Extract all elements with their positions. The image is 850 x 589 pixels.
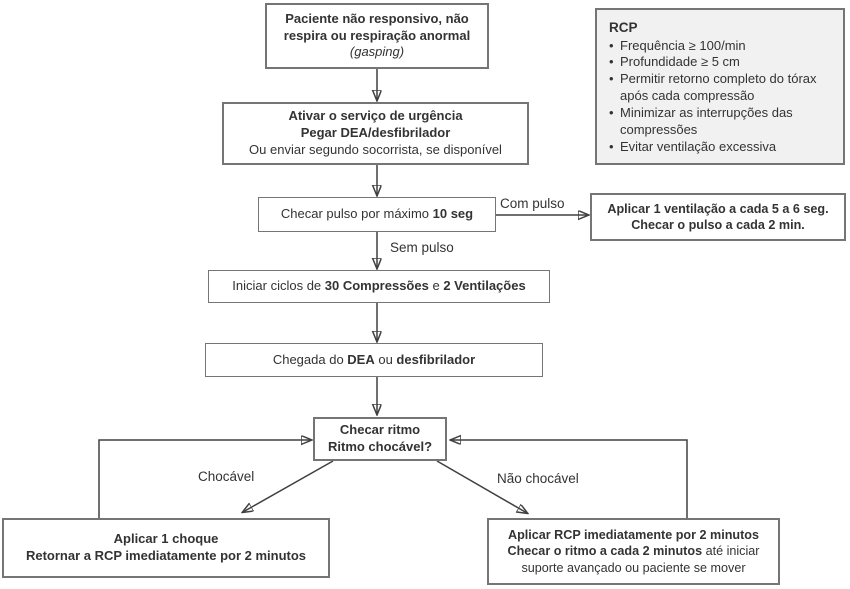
rcp-bullet-text: Permitir retorno completo do tórax após … [620, 71, 817, 104]
bullet-icon: • [609, 37, 614, 53]
dea-bold1: DEA [347, 351, 375, 367]
no-shock-bold2: Checar o ritmo a cada 2 minutos [507, 544, 703, 559]
node-activate-line1: Ativar o serviço de urgência [288, 108, 463, 124]
node-ventilate-line1: Aplicar 1 ventilação a cada 5 a 6 seg. [607, 201, 829, 216]
label-com-pulso: Com pulso [500, 196, 565, 211]
node-apply-shock-line1: Aplicar 1 choque [113, 531, 219, 547]
node-start-gasping: (gasping) [349, 44, 405, 60]
no-shock-normal-tail: até iniciar [702, 544, 760, 559]
label-chocavel: Chocável [198, 469, 255, 484]
dea-normal1: Chegada do [272, 351, 348, 367]
node-cycles-text: Iniciar ciclos de 30 Compressões e 2 Ven… [232, 278, 525, 295]
node-ventilate-line2: Checar o pulso a cada 2 min. [631, 218, 805, 232]
dea-bold2: desfibrilador [396, 351, 476, 367]
dea-normal2: ou [374, 351, 397, 367]
node-activate-line2: Pegar DEA/desfibrilador [300, 125, 451, 141]
rcp-bullet-text: Evitar ventilação excessiva [620, 138, 777, 154]
arrow-rhythm-to-shock [243, 460, 334, 512]
node-apply-shock: Aplicar 1 choque Retornar a RCP imediata… [2, 518, 330, 578]
node-cycles: Iniciar ciclos de 30 Compressões e 2 Ven… [208, 270, 550, 303]
rcp-bullet-item: • Permitir retorno completo do tórax apó… [609, 71, 833, 105]
node-check-rhythm-line1: Checar ritmo [339, 422, 421, 438]
rcp-info-panel: RCP • Frequência ≥ 100/min • Profundidad… [595, 8, 845, 165]
rcp-bullet-item: • Minimizar as interrupções das compress… [609, 105, 833, 139]
rcp-bullet-text: Minimizar as interrupções das compressõe… [620, 105, 793, 137]
node-dea-arrival-text: Chegada do DEA ou desfibrilador [273, 352, 475, 369]
rcp-bullet-text: Profundidade ≥ 5 cm [620, 54, 740, 70]
feedback-shock-to-rhythm [98, 440, 311, 518]
label-nao-chocavel: Não chocável [497, 471, 579, 486]
node-start: Paciente não responsivo, não respira ou … [265, 3, 489, 69]
node-activate-line3: Ou enviar segundo socorrista, se disponí… [249, 141, 502, 157]
bullet-icon: • [609, 138, 614, 154]
cycles-normal1: Iniciar ciclos de [232, 278, 325, 294]
bullet-icon: • [609, 71, 614, 87]
rcp-panel-title: RCP [609, 20, 638, 35]
node-no-shock-line3: suporte avançado ou paciente se mover [521, 560, 746, 575]
node-check-pulse: Checar pulso por máximo 10 seg [258, 197, 496, 232]
rcp-bullet-item: • Profundidade ≥ 5 cm [609, 54, 833, 71]
node-no-shock-line2: Checar o ritmo a cada 2 minutos até inic… [508, 543, 760, 559]
node-check-pulse-text: Checar pulso por máximo 10 seg [281, 206, 473, 223]
node-check-rhythm: Checar ritmo Ritmo chocável? [313, 417, 447, 461]
cycles-bold2: 2 Ventilações [443, 278, 526, 294]
node-start-text-line2: respira ou respiração anormal [283, 27, 471, 43]
bullet-icon: • [609, 54, 614, 70]
rcp-bullet-item: • Evitar ventilação excessiva [609, 139, 833, 156]
label-sem-pulso: Sem pulso [390, 240, 454, 255]
node-apply-shock-line2: Retornar a RCP imediatamente por 2 minut… [25, 548, 307, 563]
node-ventilate: Aplicar 1 ventilação a cada 5 a 6 seg. C… [590, 193, 846, 241]
node-activate-emergency: Ativar o serviço de urgência Pegar DEA/d… [222, 102, 529, 165]
check-pulse-bold-text: 10 seg [432, 206, 474, 222]
node-no-shock-line1: Aplicar RCP imediatamente por 2 minutos [507, 527, 759, 542]
rcp-bullet-item: • Frequência ≥ 100/min [609, 38, 833, 55]
node-dea-arrival: Chegada do DEA ou desfibrilador [205, 343, 543, 377]
cycles-bold1: 30 Compressões [324, 278, 429, 294]
check-pulse-normal-text: Checar pulso por máximo [280, 206, 433, 222]
arrow-rhythm-to-noshock [436, 460, 527, 513]
bullet-icon: • [609, 105, 614, 121]
cycles-normal2: e [428, 278, 444, 294]
node-start-text-line1: Paciente não responsivo, não [285, 10, 469, 26]
rcp-bullet-text: Frequência ≥ 100/min [620, 37, 746, 53]
node-check-rhythm-line2: Ritmo chocável? [327, 439, 433, 454]
feedback-noshock-to-rhythm [451, 440, 688, 518]
node-no-shock: Aplicar RCP imediatamente por 2 minutos … [487, 518, 780, 585]
